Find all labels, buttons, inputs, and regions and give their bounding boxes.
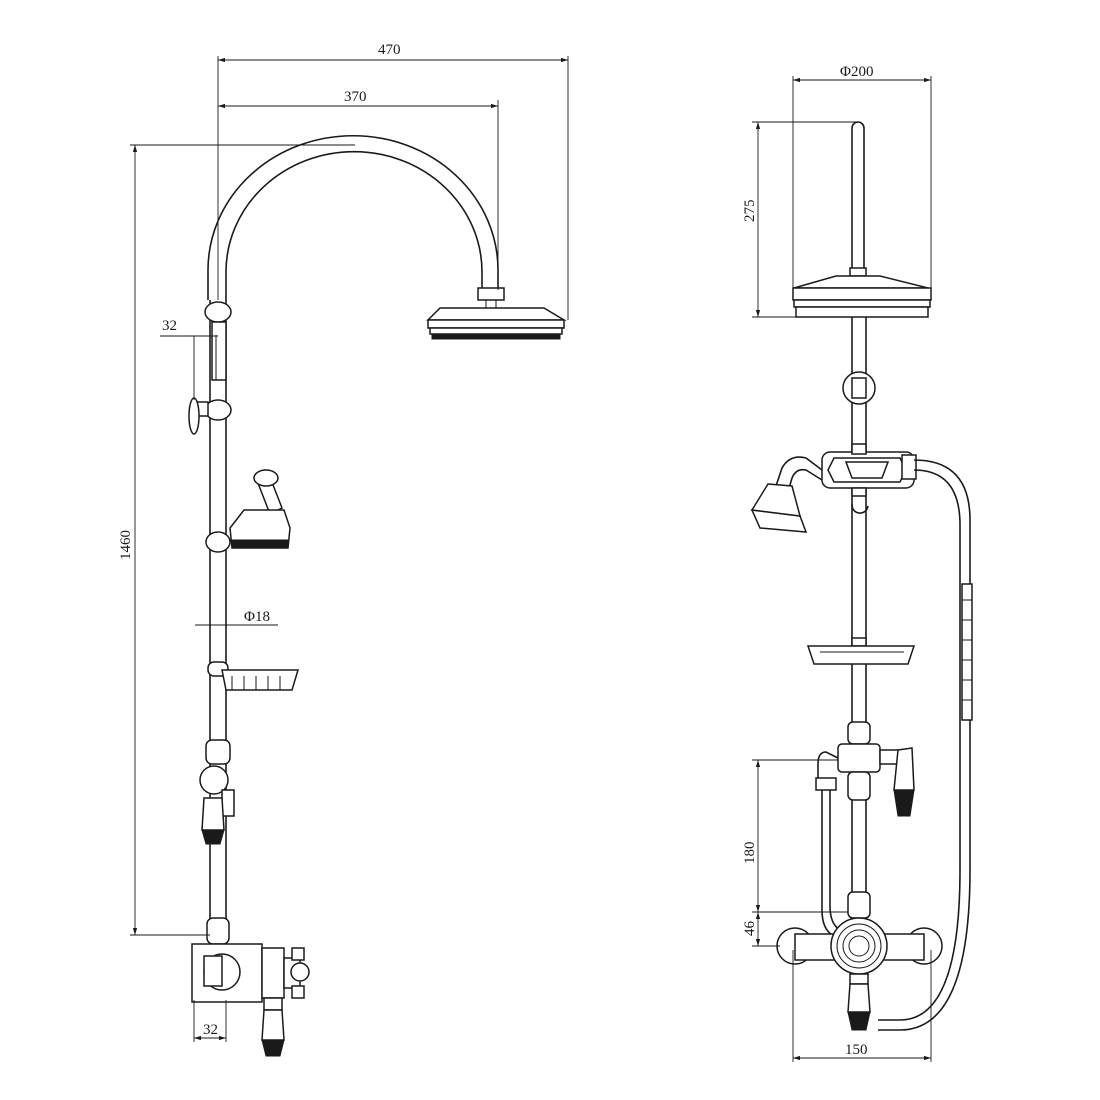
dim-arm-reach: 370 <box>344 89 367 105</box>
hand-shower-side <box>205 469 291 553</box>
valve-side <box>191 943 310 1057</box>
dim-total-height: 1460 <box>118 530 134 560</box>
hose <box>878 459 971 1031</box>
diverter-side <box>199 739 235 845</box>
rain-head-side <box>426 287 567 340</box>
rain-head-front <box>792 267 932 318</box>
dim-riser-diameter: Φ18 <box>244 609 270 625</box>
drop-rod <box>851 121 865 270</box>
dim-valve-centres: 150 <box>845 1042 868 1058</box>
dim-valve-depth: 32 <box>203 1022 218 1038</box>
soap-basket-front <box>806 637 916 665</box>
dim-head-drop: 275 <box>742 200 758 223</box>
diverter-front <box>815 721 915 937</box>
handset-holder-front <box>821 443 917 514</box>
dim-overall-width: 470 <box>378 42 401 58</box>
valve-front <box>776 891 943 1031</box>
hose-grip <box>961 583 973 721</box>
dim-head-diameter: Φ200 <box>840 64 873 80</box>
soap-basket-side <box>207 661 300 691</box>
dim-valve-height: 180 <box>742 842 758 865</box>
front-view: Φ200 275 180 46 150 <box>742 64 973 1062</box>
hand-shower-front <box>750 456 823 533</box>
arched-arm <box>207 134 499 300</box>
dim-bracket-offset: 32 <box>162 318 177 334</box>
lower-joint <box>206 917 230 945</box>
upper-joint <box>204 301 232 323</box>
dim-valve-offset: 46 <box>742 921 758 937</box>
side-view: Φ18 <box>118 42 569 1057</box>
